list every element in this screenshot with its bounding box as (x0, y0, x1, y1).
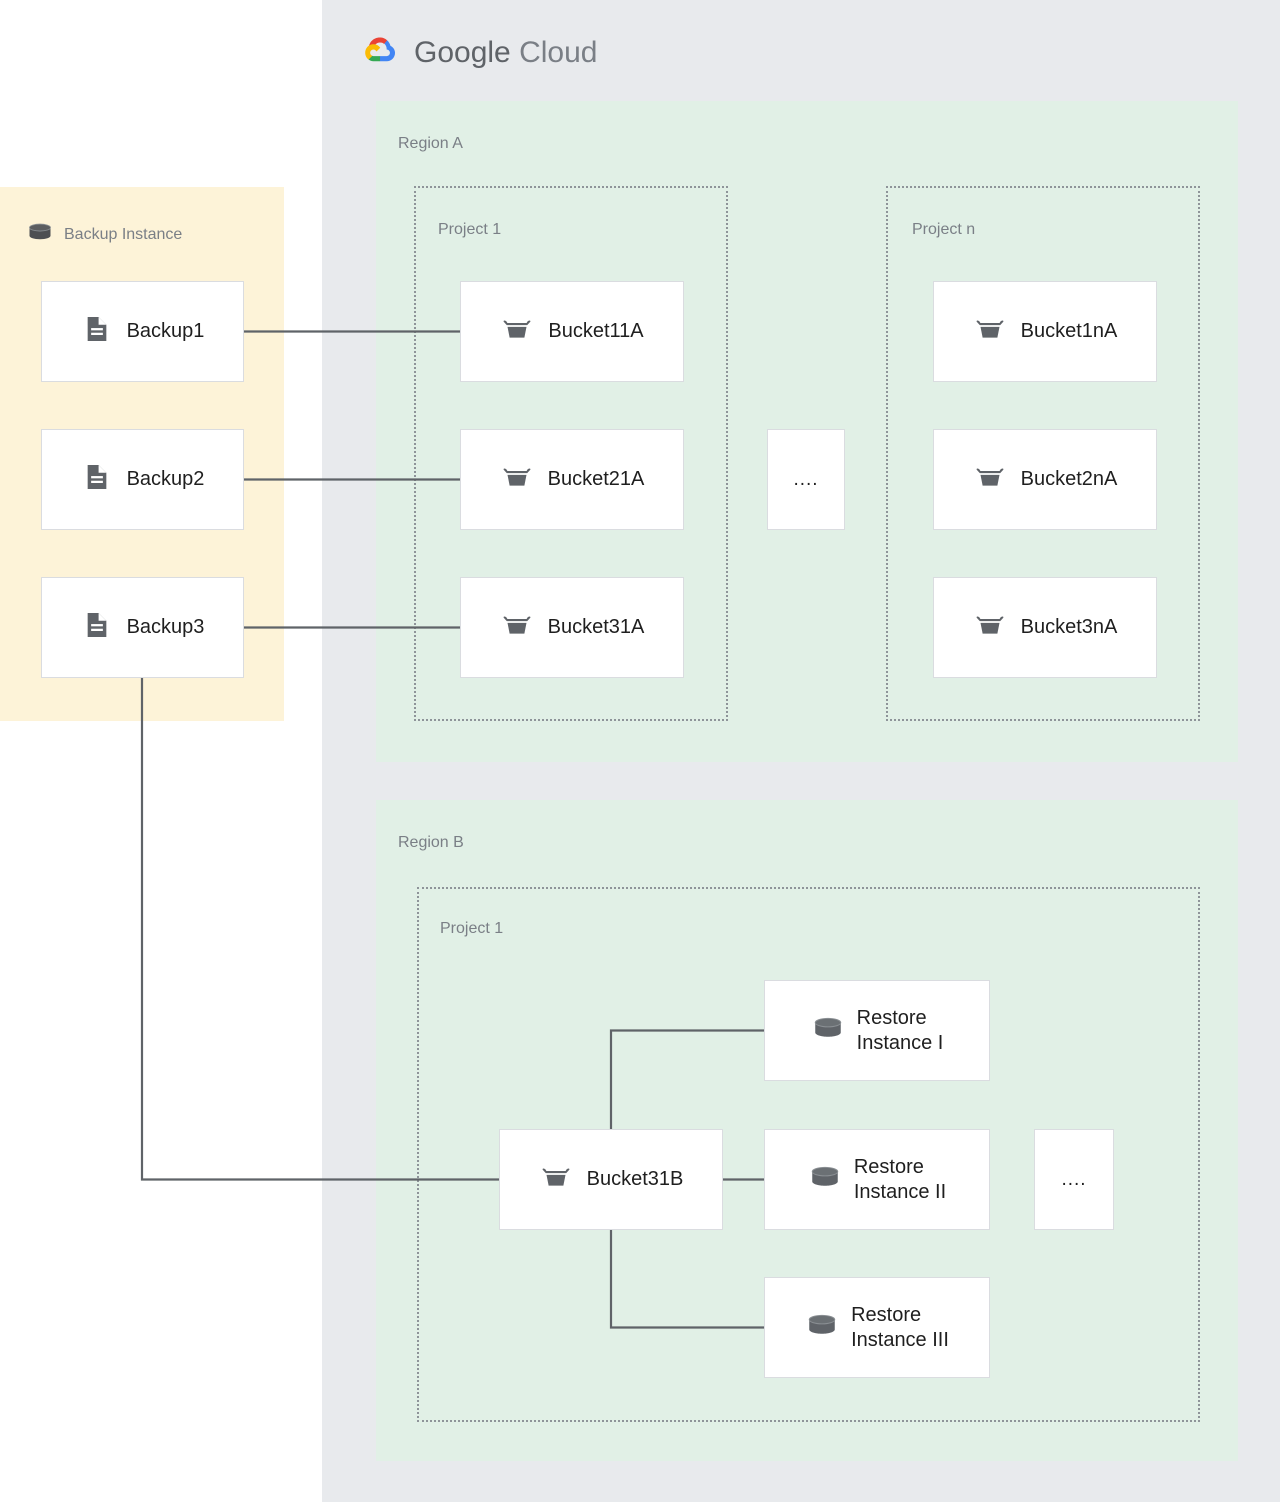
bucket-label: Bucket1nA (1020, 320, 1118, 343)
backup-label: Backup1 (126, 320, 205, 343)
document-icon (81, 609, 113, 646)
bucket-card-bucket31a[interactable]: Bucket31A (460, 577, 684, 678)
region-b-ellipsis-text: .... (1061, 1169, 1087, 1190)
bucket-label: Bucket2nA (1020, 468, 1118, 491)
restore-instance-card-ii[interactable]: Restore Instance II (764, 1129, 990, 1230)
bucket-card-bucket31b[interactable]: Bucket31B (499, 1129, 723, 1230)
database-cylinder-icon (811, 1011, 845, 1050)
backup-label: Backup3 (126, 616, 205, 639)
brand-cloud-text: Cloud (519, 36, 598, 69)
region-a-ellipsis-card: .... (767, 429, 845, 530)
storage-bucket-icon (500, 460, 534, 499)
region-a-project-n-box (886, 186, 1200, 721)
backup-card-backup3[interactable]: Backup3 (41, 577, 244, 678)
backup-label: Backup2 (126, 468, 205, 491)
bucket-label: Bucket31B (586, 1168, 684, 1191)
backup-instance-header: Backup Instance (26, 218, 182, 251)
bucket-card-bucket1na[interactable]: Bucket1nA (933, 281, 1157, 382)
bucket-label: Bucket11A (548, 320, 644, 343)
restore-instance-card-i[interactable]: Restore Instance I (764, 980, 990, 1081)
bucket-card-bucket21a[interactable]: Bucket21A (460, 429, 684, 530)
database-cylinder-icon (26, 218, 54, 251)
region-a-project-n-label: Project n (912, 221, 976, 238)
storage-bucket-icon (973, 460, 1007, 499)
bucket-label: Bucket21A (547, 468, 645, 491)
region-b-label: Region B (398, 834, 464, 851)
restore-instance-label: Restore Instance II (853, 1156, 947, 1203)
restore-instance-label: Restore Instance III (851, 1304, 949, 1351)
document-icon (81, 313, 113, 350)
restore-instance-label: Restore Instance I (856, 1007, 944, 1054)
storage-bucket-icon (973, 608, 1007, 647)
restore-instance-card-iii[interactable]: Restore Instance III (764, 1277, 990, 1378)
storage-bucket-icon (973, 312, 1007, 351)
google-cloud-logo-icon (356, 30, 402, 76)
bucket-label: Bucket3nA (1020, 616, 1118, 639)
region-b-project-1-label: Project 1 (440, 920, 504, 937)
bucket-card-bucket3na[interactable]: Bucket3nA (933, 577, 1157, 678)
google-cloud-wordmark: Google Cloud (414, 36, 597, 72)
backup-card-backup2[interactable]: Backup2 (41, 429, 244, 530)
backup-instance-title: Backup Instance (64, 225, 183, 243)
region-a-label: Region A (398, 135, 463, 152)
backup-card-backup1[interactable]: Backup1 (41, 281, 244, 382)
database-cylinder-icon (808, 1160, 842, 1199)
brand-google-text: Google (414, 36, 511, 69)
bucket-card-bucket11a[interactable]: Bucket11A (460, 281, 684, 382)
storage-bucket-icon (500, 608, 534, 647)
region-a-project-1-box (414, 186, 728, 721)
bucket-card-bucket2na[interactable]: Bucket2nA (933, 429, 1157, 530)
region-a-project-1-label: Project 1 (438, 221, 502, 238)
database-cylinder-icon (805, 1308, 839, 1347)
region-a-ellipsis-text: .... (793, 469, 819, 490)
document-icon (81, 461, 113, 498)
bucket-label: Bucket31A (547, 616, 645, 639)
storage-bucket-icon (539, 1160, 573, 1199)
region-b-ellipsis-card: .... (1034, 1129, 1114, 1230)
storage-bucket-icon (500, 312, 534, 351)
